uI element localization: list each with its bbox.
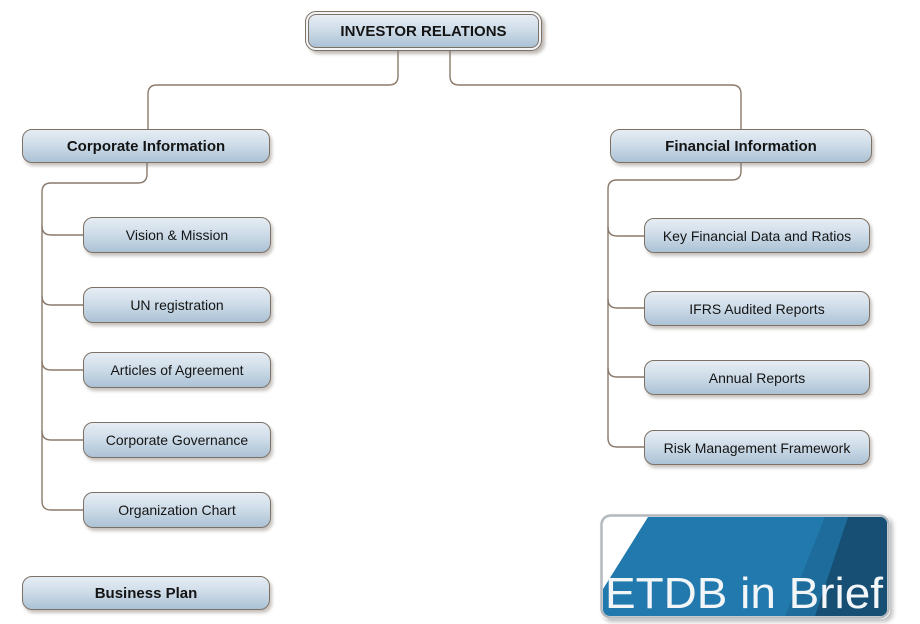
node-corporate-governance: Corporate Governance xyxy=(83,422,271,458)
node-ifrs-audited-reports: IFRS Audited Reports xyxy=(644,291,870,326)
connector-corporate-child-2 xyxy=(41,295,84,306)
node-investor-relations-label: INVESTOR RELATIONS xyxy=(308,14,539,48)
connector-financial-child-2 xyxy=(607,298,645,309)
connector-root-corporate xyxy=(147,49,399,130)
node-business-plan: Business Plan xyxy=(22,576,270,610)
node-financial-information: Financial Information xyxy=(610,129,872,163)
connector-financial-child-3 xyxy=(607,367,645,378)
node-organization-chart: Organization Chart xyxy=(83,492,271,528)
node-articles-of-agreement: Articles of Agreement xyxy=(83,352,271,388)
connector-corporate-child-1 xyxy=(41,225,84,236)
node-investor-relations: INVESTOR RELATIONS xyxy=(305,11,542,51)
node-key-financial-data: Key Financial Data and Ratios xyxy=(644,218,870,253)
connector-corporate-trunk xyxy=(41,162,148,502)
etdb-logo-graphic: ETDB in Brief xyxy=(600,514,890,619)
node-corporate-information: Corporate Information xyxy=(22,129,270,163)
node-vision-mission: Vision & Mission xyxy=(83,217,271,253)
connector-financial-child-4 xyxy=(607,437,645,448)
etdb-in-brief-logo: ETDB in Brief xyxy=(600,514,890,619)
connector-financial-trunk xyxy=(607,162,742,439)
node-annual-reports: Annual Reports xyxy=(644,360,870,395)
connector-corporate-child-5 xyxy=(41,500,84,511)
connector-corporate-child-4 xyxy=(41,430,84,441)
etdb-logo-text: ETDB in Brief xyxy=(605,569,884,618)
connector-financial-child-1 xyxy=(607,226,645,237)
connector-root-financial xyxy=(449,49,742,130)
node-risk-management-framework: Risk Management Framework xyxy=(644,430,870,465)
node-un-registration: UN registration xyxy=(83,287,271,323)
connector-corporate-child-3 xyxy=(41,360,84,371)
